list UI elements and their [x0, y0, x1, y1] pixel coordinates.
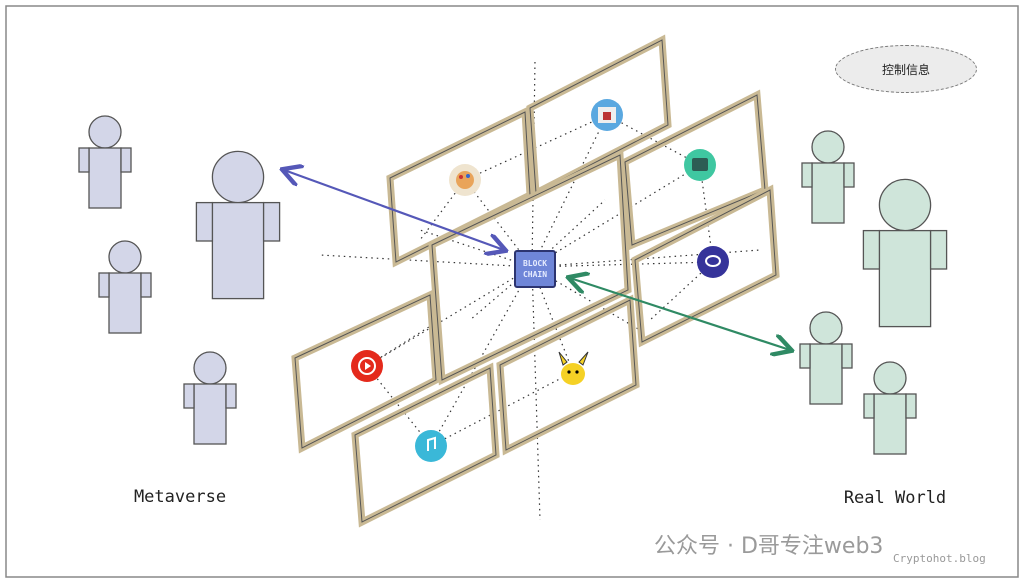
blockchain-icon: BLOCK CHAIN [514, 250, 556, 288]
dotted-link [366, 365, 432, 447]
dotted-link [319, 254, 533, 268]
metaverse-arrow [284, 170, 504, 250]
dotted-link [366, 319, 441, 367]
palette-icon [449, 164, 481, 196]
control-info-label: 控制信息 [881, 62, 930, 77]
blockchain-text-1: BLOCK [522, 259, 548, 268]
dotted-link [531, 114, 608, 268]
dotted-link [366, 266, 533, 367]
watermark-site: Cryptohot.blog [893, 552, 986, 565]
border [5, 5, 1019, 578]
control-info-ellipse: 控制信息 [835, 45, 977, 93]
person-figure [183, 351, 237, 445]
real-world-label: Real World [843, 488, 947, 508]
blockchain-text-2: CHAIN [522, 270, 548, 279]
person-figure [195, 150, 281, 300]
shop-icon [591, 99, 623, 131]
youtube-icon [351, 350, 383, 382]
watermark: 公众号 · D哥专注web3 [654, 534, 884, 559]
person-figure [863, 361, 917, 455]
pikachu-icon [558, 351, 589, 385]
person-figure [799, 311, 853, 405]
person-figure [78, 115, 132, 209]
dotted-link [531, 266, 541, 521]
screen-frame-edge [294, 294, 437, 449]
music-icon [415, 430, 447, 462]
people [78, 115, 948, 455]
metaverse-label: Metaverse [133, 487, 227, 507]
wallet-icon [684, 149, 716, 181]
screen-frame-edge [354, 367, 497, 523]
screen-frame-edge [529, 39, 669, 194]
realworld-arrow [570, 278, 790, 350]
dotted-link [430, 266, 533, 447]
person-figure [862, 178, 948, 328]
dotted-link [531, 261, 714, 268]
dotted-link [606, 114, 701, 166]
chat-icon [697, 246, 729, 278]
person-figure [98, 240, 152, 334]
dotted-link [430, 371, 574, 447]
person-figure [801, 130, 855, 224]
